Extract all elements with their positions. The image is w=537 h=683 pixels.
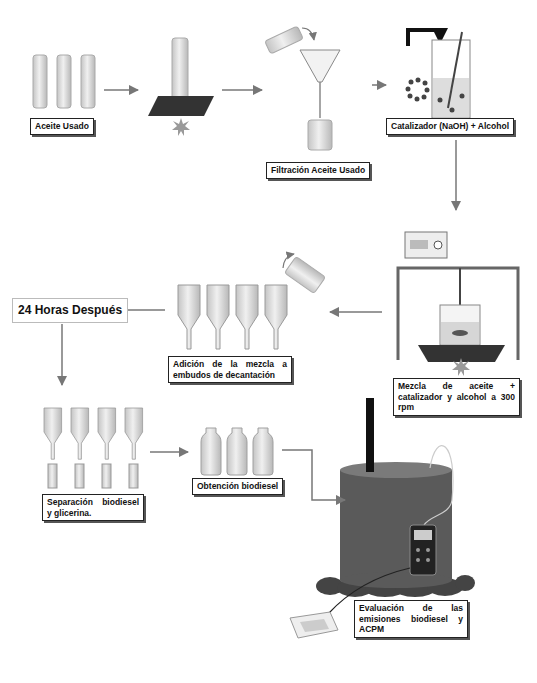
process-step: Mezcla de aceite + catalizador y alcohol…: [382, 210, 522, 416]
catalyst-beaker: [406, 30, 471, 118]
separatory-funnels: [178, 254, 325, 349]
step-text: Mezcla de aceite + catalizador y alcohol…: [398, 381, 515, 413]
magnetic-stirrer: [398, 232, 518, 376]
step-label: Catalizador (NaOH) + Alcohol: [386, 118, 514, 135]
flow-arrow: [104, 89, 138, 91]
step-label: Separación biodiesel y glicerina.: [42, 494, 144, 521]
process-step: Filtración Aceite Usado: [262, 25, 372, 185]
step-text: Catalizador (NaOH) + Alcohol: [391, 121, 509, 132]
step-label: Mezcla de aceite + catalizador y alcohol…: [393, 378, 520, 416]
flow-arrow: [61, 324, 63, 385]
flow-arrow: [330, 311, 382, 313]
step-label: Filtración Aceite Usado: [266, 162, 370, 179]
hot-plate: [148, 38, 214, 136]
step-text: Adición de la mezcla a embudos de decant…: [173, 359, 287, 380]
step-label: Obtención biodiesel: [192, 478, 283, 495]
separation-funnels: [44, 408, 143, 488]
flow-arrow: [455, 140, 457, 210]
step-label: 24 Horas Después: [12, 298, 128, 323]
process-step: Obtención biodiesel: [188, 420, 282, 495]
step-text: Separación biodiesel y glicerina.: [47, 497, 139, 518]
process-step: Aceite Usado: [28, 40, 222, 140]
step-label: Aceite Usado: [30, 118, 94, 135]
process-step: Catalizador (NaOH) + Alcohol: [386, 20, 522, 140]
flow-arrow: [150, 451, 188, 453]
step-text: Filtración Aceite Usado: [271, 165, 365, 176]
oil-cylinders: [33, 55, 95, 108]
flow-arrow: [282, 450, 345, 500]
step-text: 24 Horas Después: [18, 303, 122, 318]
step-text: Evaluación de las emisiones biodiesel y …: [359, 603, 463, 635]
step-text: Obtención biodiesel: [197, 481, 278, 492]
process-step: 24 Horas Después: [12, 298, 112, 324]
biodiesel-bottles: [201, 428, 273, 475]
step-label: Adición de la mezcla a embudos de decant…: [168, 356, 292, 383]
process-step: Separación biodiesel y glicerina.: [38, 385, 150, 522]
step-text: Aceite Usado: [35, 121, 89, 132]
flow-arrow: [222, 89, 262, 91]
emission-test-engine: [290, 398, 475, 638]
process-step: Evaluación de las emisiones biodiesel y …: [345, 395, 475, 638]
process-step: Adición de la mezcla a embudos de decant…: [165, 248, 330, 390]
flow-arrow: [372, 84, 386, 86]
step-label: Evaluación de las emisiones biodiesel y …: [354, 600, 468, 638]
filtration-funnel: [265, 26, 340, 150]
